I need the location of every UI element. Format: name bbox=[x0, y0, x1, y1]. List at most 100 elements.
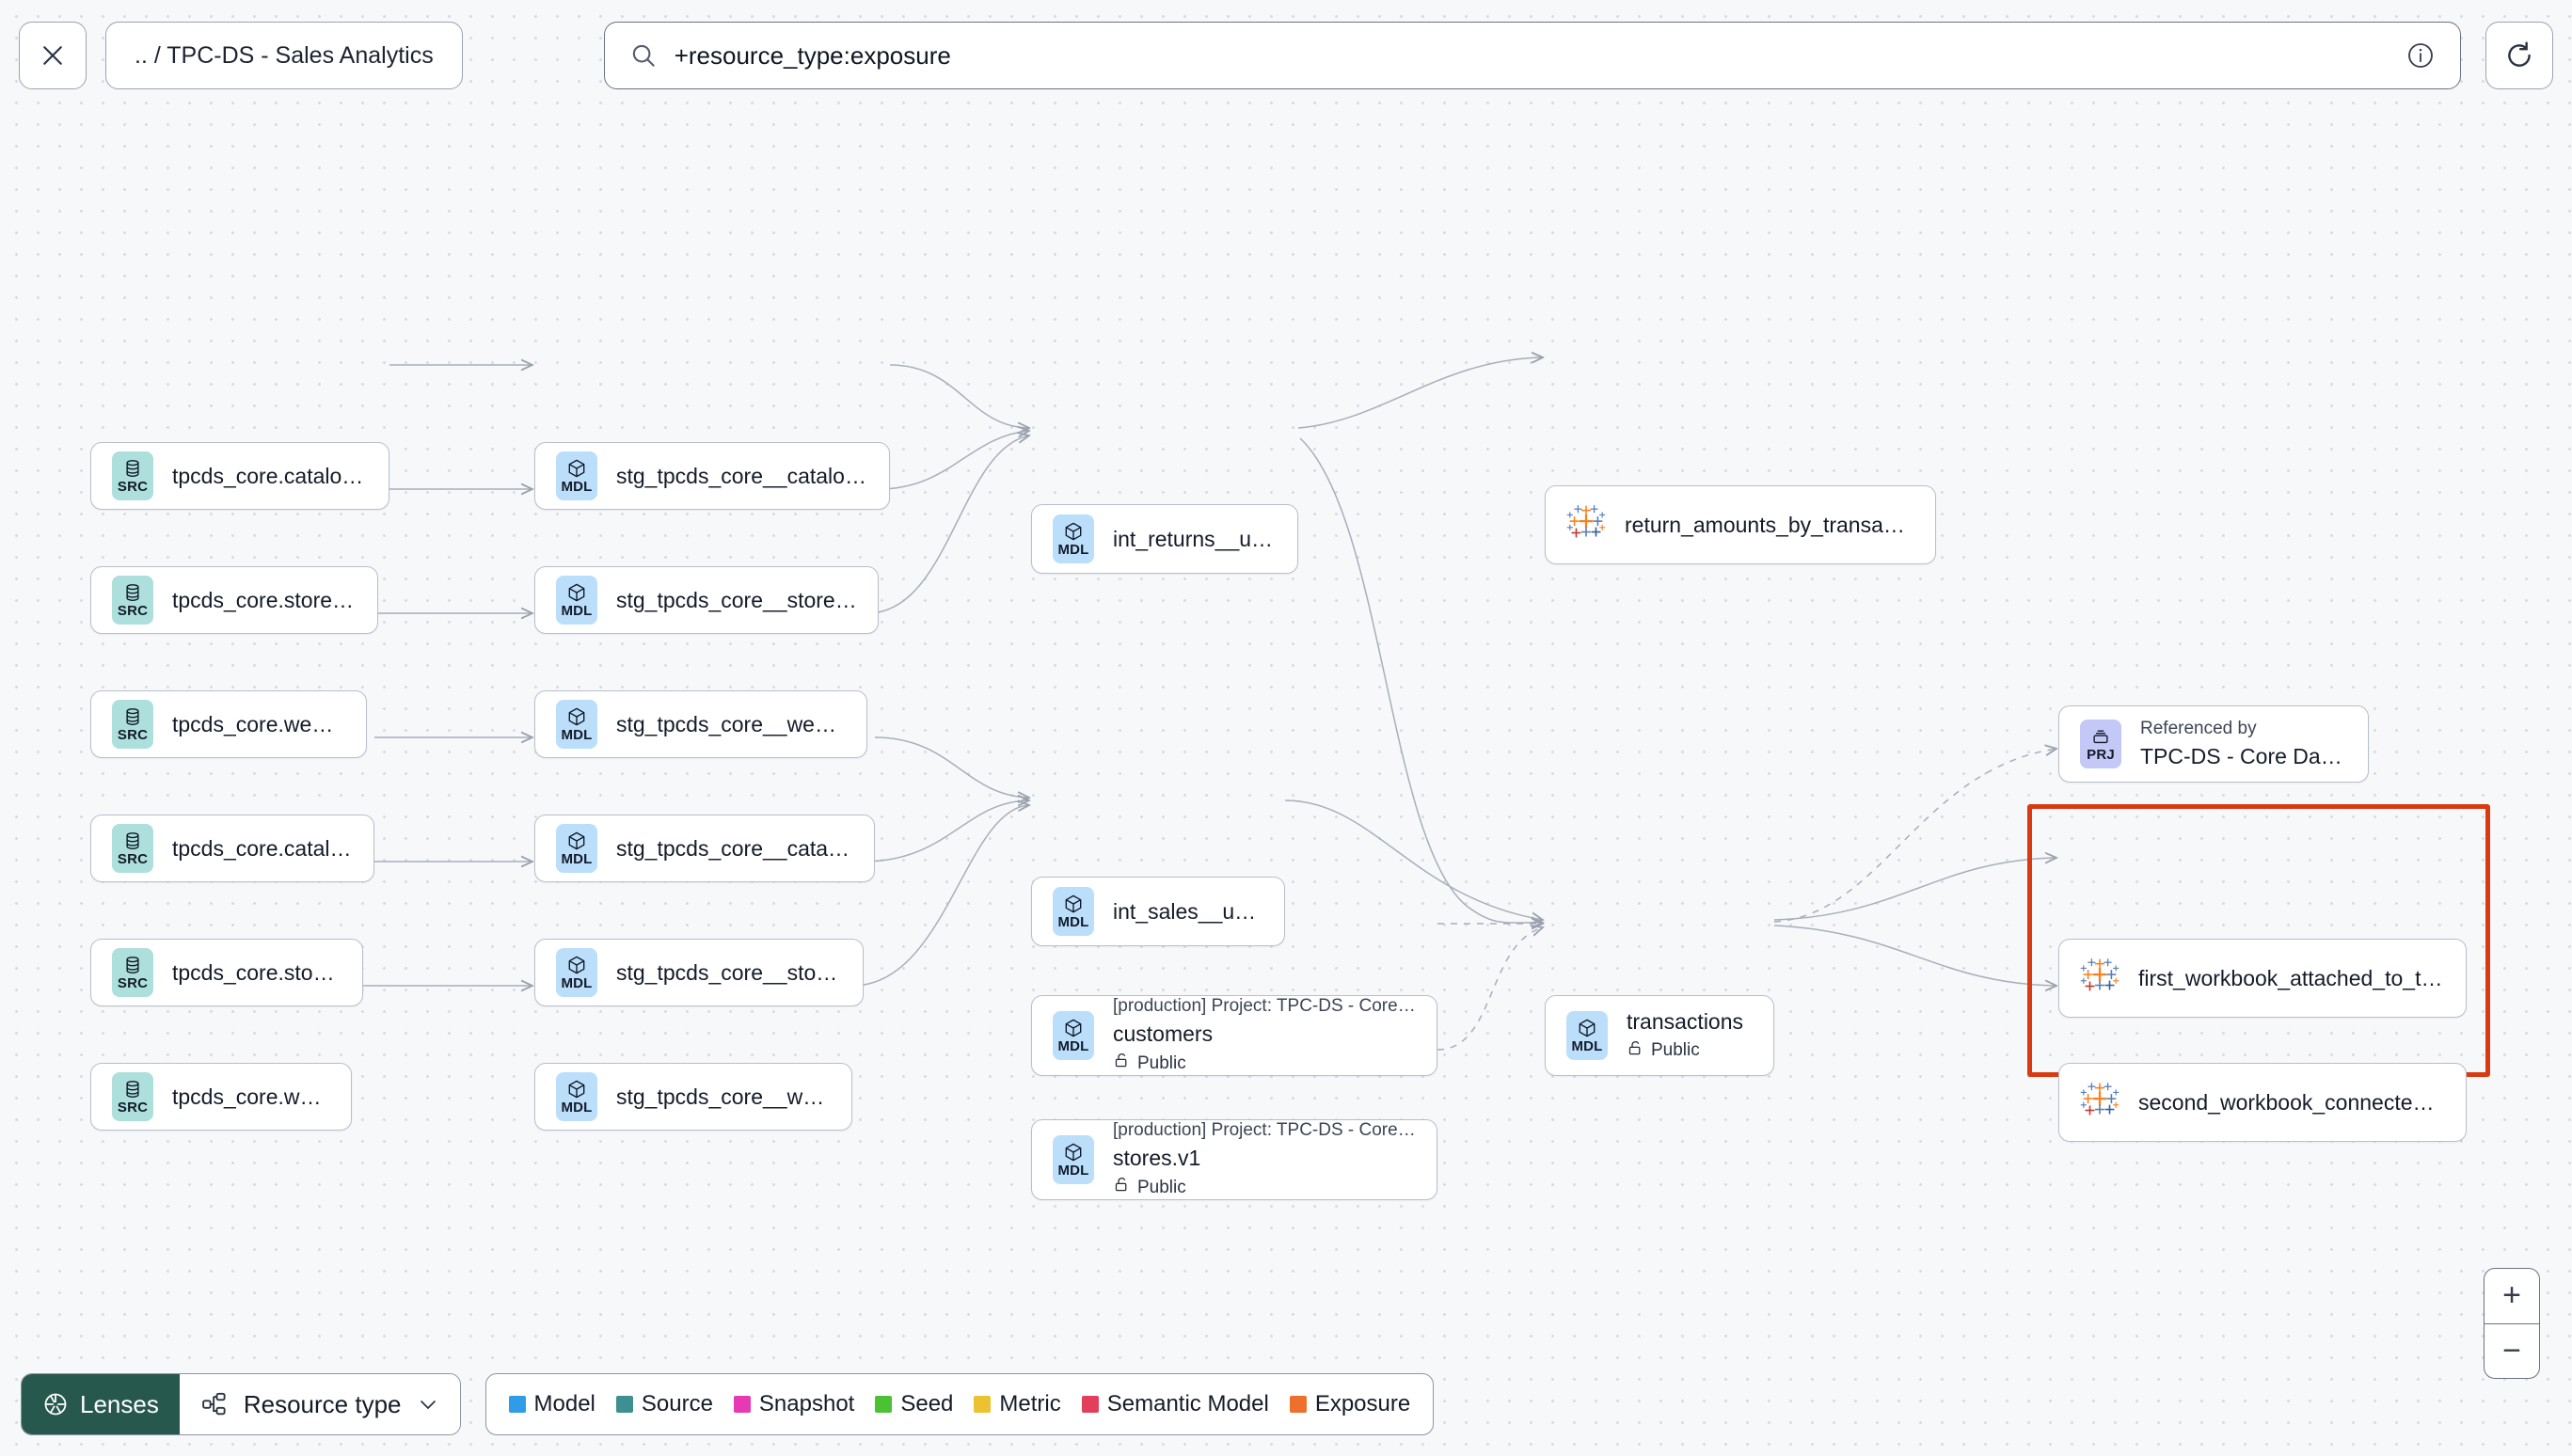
resource-type-dropdown[interactable]: Resource type bbox=[179, 1374, 460, 1434]
graph-node-int_returns_unioned[interactable]: MDL int_returns__unioned bbox=[1031, 504, 1298, 574]
lens-group: Lenses Resource type bbox=[21, 1373, 461, 1435]
node-label: int_returns__unioned bbox=[1113, 526, 1277, 551]
badge-kind-label: MDL bbox=[561, 479, 593, 495]
graph-node-exposure_return_amounts[interactable]: return_amounts_by_transaction_type bbox=[1545, 485, 1936, 564]
legend-label: Exposure bbox=[1314, 1391, 1411, 1416]
lineage-canvas[interactable]: SRCtpcds_core.catalog_returnsSRCtpcds_co… bbox=[0, 111, 2572, 1456]
mdl-badge-icon: MDL bbox=[556, 576, 597, 625]
badge-kind-label: MDL bbox=[1057, 1038, 1089, 1054]
badge-kind-label: SRC bbox=[117, 603, 149, 619]
node-label: stores.v1 bbox=[1113, 1146, 1201, 1170]
legend-swatch bbox=[1081, 1396, 1099, 1413]
graph-node-stg_web_returns[interactable]: MDL stg_tpcds_core__web_returns bbox=[534, 690, 867, 758]
node-access-label: Public bbox=[1137, 1052, 1186, 1073]
legend-label: Seed bbox=[900, 1391, 954, 1416]
node-access: Public bbox=[1113, 1176, 1416, 1199]
legend-item-exposure[interactable]: Exposure bbox=[1289, 1391, 1411, 1417]
legend-label: Semantic Model bbox=[1106, 1391, 1269, 1416]
lenses-button[interactable]: Lenses bbox=[22, 1374, 180, 1434]
graph-node-src_catalog_sales[interactable]: SRC tpcds_core.catalog_sales bbox=[90, 815, 374, 882]
badge-kind-label: MDL bbox=[1057, 914, 1089, 930]
close-button[interactable] bbox=[19, 22, 87, 89]
graph-node-customers[interactable]: MDL [production] Project: TPC-DS - Core D… bbox=[1031, 995, 1437, 1076]
mdl-badge-icon: MDL bbox=[556, 451, 597, 500]
prj-badge-icon: PRJ bbox=[2080, 720, 2121, 768]
legend-swatch bbox=[733, 1396, 751, 1413]
legend-swatch bbox=[974, 1396, 992, 1413]
zoom-out-button[interactable]: − bbox=[2502, 1332, 2521, 1369]
unlock-icon bbox=[1113, 1052, 1131, 1075]
node-label: transactions bbox=[1627, 1008, 1744, 1034]
mdl-badge-icon: MDL bbox=[1053, 1135, 1094, 1184]
badge-kind-label: MDL bbox=[561, 851, 593, 867]
info-circle-icon[interactable] bbox=[2405, 40, 2436, 71]
node-access-label: Public bbox=[1651, 1040, 1700, 1060]
node-project-label: [production] Project: TPC-DS - Core Data… bbox=[1113, 1120, 1416, 1140]
badge-kind-label: MDL bbox=[1571, 1038, 1603, 1054]
legend-item-metric[interactable]: Metric bbox=[974, 1391, 1061, 1417]
legend-label: Metric bbox=[999, 1391, 1061, 1416]
badge-kind-label: SRC bbox=[117, 479, 149, 495]
graph-node-stg_store_sales[interactable]: MDL stg_tpcds_core__store_sales bbox=[534, 939, 864, 1006]
mdl-badge-icon: MDL bbox=[1566, 1011, 1608, 1060]
badge-kind-label: MDL bbox=[1057, 542, 1089, 558]
zoom-controls[interactable]: + − bbox=[2484, 1268, 2540, 1379]
graph-node-project_ref[interactable]: PRJ Referenced by TPC-DS - Core Data Model… bbox=[2058, 705, 2369, 783]
breadcrumb[interactable]: .. / TPC-DS - Sales Analytics bbox=[105, 22, 463, 89]
graph-node-exposure_first_workbook[interactable]: first_workbook_attached_to_tpc-ds_-_… bbox=[2058, 939, 2467, 1018]
referenced-by-label: Referenced by bbox=[2140, 719, 2257, 738]
badge-kind-label: MDL bbox=[1057, 1163, 1089, 1179]
badge-kind-label: MDL bbox=[561, 727, 593, 743]
zoom-in-button[interactable]: + bbox=[2485, 1269, 2539, 1324]
node-access: Public bbox=[1113, 1052, 1416, 1075]
legend-item-source[interactable]: Source bbox=[615, 1391, 713, 1417]
graph-node-src_store_returns[interactable]: SRC tpcds_core.store_returns bbox=[90, 566, 378, 634]
badge-kind-label: SRC bbox=[117, 975, 149, 991]
legend-item-seed[interactable]: Seed bbox=[875, 1391, 953, 1417]
badge-kind-label: SRC bbox=[117, 727, 149, 743]
graph-node-exposure_second_workbook[interactable]: second_workbook_connected_to_live… bbox=[2058, 1063, 2467, 1142]
mdl-badge-icon: MDL bbox=[556, 824, 597, 873]
refresh-icon bbox=[2503, 40, 2535, 71]
legend: Model Source Snapshot Seed Metric Semantic Mo… bbox=[484, 1373, 1435, 1435]
node-label: tpcds_core.store_returns bbox=[172, 587, 357, 612]
node-label: stg_tpcds_core__web_returns bbox=[616, 711, 846, 736]
edge-layer bbox=[352, 111, 2572, 1051]
legend-item-model[interactable]: Model bbox=[508, 1391, 595, 1417]
node-label: TPC-DS - Core Data Models bbox=[2140, 744, 2347, 768]
search-input[interactable] bbox=[674, 40, 2389, 71]
search-bar[interactable] bbox=[603, 22, 2461, 89]
src-badge-icon: SRC bbox=[112, 1072, 153, 1121]
badge-kind-label: MDL bbox=[561, 603, 593, 619]
src-badge-icon: SRC bbox=[112, 824, 153, 873]
graph-node-stores_v1[interactable]: MDL [production] Project: TPC-DS - Core D… bbox=[1031, 1119, 1437, 1200]
badge-kind-label: PRJ bbox=[2087, 747, 2115, 763]
legend-item-semantic-model[interactable]: Semantic Model bbox=[1081, 1391, 1269, 1417]
legend-label: Model bbox=[533, 1391, 595, 1416]
node-project-label: [production] Project: TPC-DS - Core Data… bbox=[1113, 996, 1416, 1016]
node-access-label: Public bbox=[1137, 1177, 1186, 1197]
node-label: stg_tpcds_core__web_sales bbox=[616, 1084, 831, 1109]
mdl-badge-icon: MDL bbox=[1053, 1011, 1094, 1060]
legend-item-snapshot[interactable]: Snapshot bbox=[733, 1391, 854, 1417]
legend-swatch bbox=[1289, 1396, 1307, 1413]
mdl-badge-icon: MDL bbox=[556, 948, 597, 997]
src-badge-icon: SRC bbox=[112, 576, 153, 625]
resource-type-label: Resource type bbox=[243, 1389, 402, 1418]
refresh-button[interactable] bbox=[2485, 22, 2553, 89]
src-badge-icon: SRC bbox=[112, 451, 153, 500]
node-label: stg_tpcds_core__store_sales bbox=[616, 959, 842, 985]
node-label: customers bbox=[1113, 1021, 1214, 1046]
node-label: tpcds_core.catalog_sales bbox=[172, 835, 353, 861]
mdl-badge-icon: MDL bbox=[556, 700, 597, 749]
